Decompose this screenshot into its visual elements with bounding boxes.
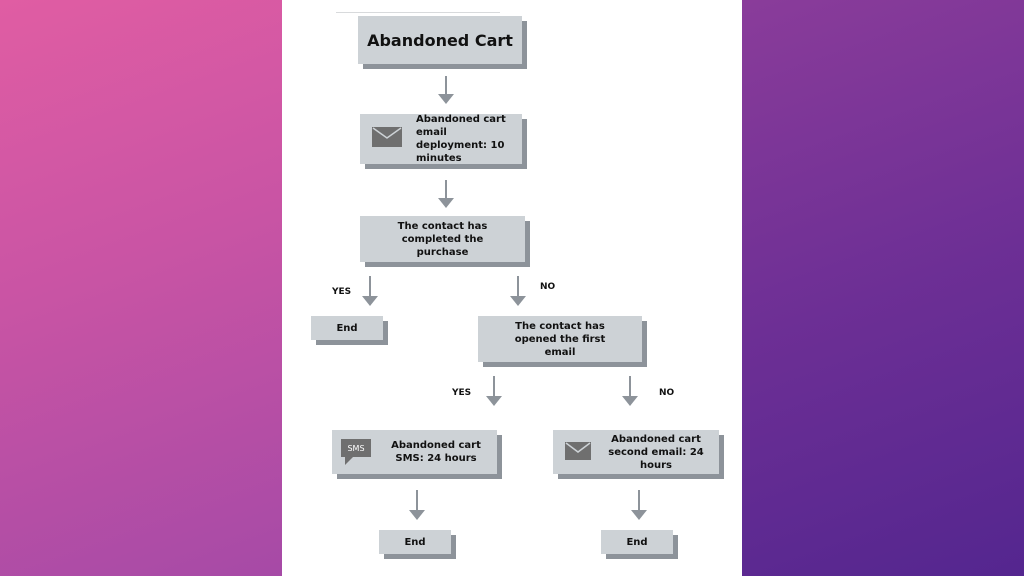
arrow-down	[409, 490, 425, 520]
yes-label: YES	[452, 388, 472, 398]
arrow-down	[438, 180, 454, 208]
flowchart-canvas	[282, 0, 742, 576]
end-label: End	[404, 536, 426, 548]
top-divider	[336, 12, 500, 13]
end-label: End	[336, 322, 358, 334]
arrow-down	[510, 276, 526, 306]
sms-bubble-icon: SMS	[341, 439, 371, 457]
decision-opened-first-email-label: The contact has opened the first email	[514, 320, 606, 358]
flowchart-title: Abandoned Cart	[367, 30, 513, 50]
decision-opened-first-email: The contact has opened the first email	[478, 316, 642, 362]
arrow-down	[622, 376, 638, 406]
no-label: NO	[540, 282, 556, 292]
end-box-sms: End	[379, 530, 451, 554]
decision-completed-purchase-label: The contact has completed the purchase	[397, 220, 488, 258]
envelope-icon	[372, 127, 402, 147]
end-box-purchase: End	[311, 316, 383, 340]
end-label: End	[626, 536, 648, 548]
second-email-step-label: Abandoned cart second email: 24 hours	[608, 433, 704, 471]
decision-completed-purchase: The contact has completed the purchase	[360, 216, 525, 262]
email-deployment-label: Abandoned cart email deployment: 10 minu…	[416, 114, 506, 164]
arrow-down	[438, 76, 454, 104]
sms-bubble-tail	[345, 457, 353, 465]
end-box-second-email: End	[601, 530, 673, 554]
sms-step: Abandoned cart SMS: 24 hours	[332, 430, 497, 474]
envelope-icon	[565, 442, 591, 460]
arrow-down	[631, 490, 647, 520]
background-right-panel	[742, 0, 1024, 576]
arrow-down	[486, 376, 502, 406]
yes-label: YES	[332, 287, 352, 297]
no-label: NO	[659, 388, 675, 398]
sms-step-label: Abandoned cart SMS: 24 hours	[391, 440, 481, 464]
sms-icon-text: SMS	[347, 443, 365, 453]
background-left-panel	[0, 0, 282, 576]
arrow-down	[362, 276, 378, 306]
title-box: Abandoned Cart	[358, 16, 522, 64]
